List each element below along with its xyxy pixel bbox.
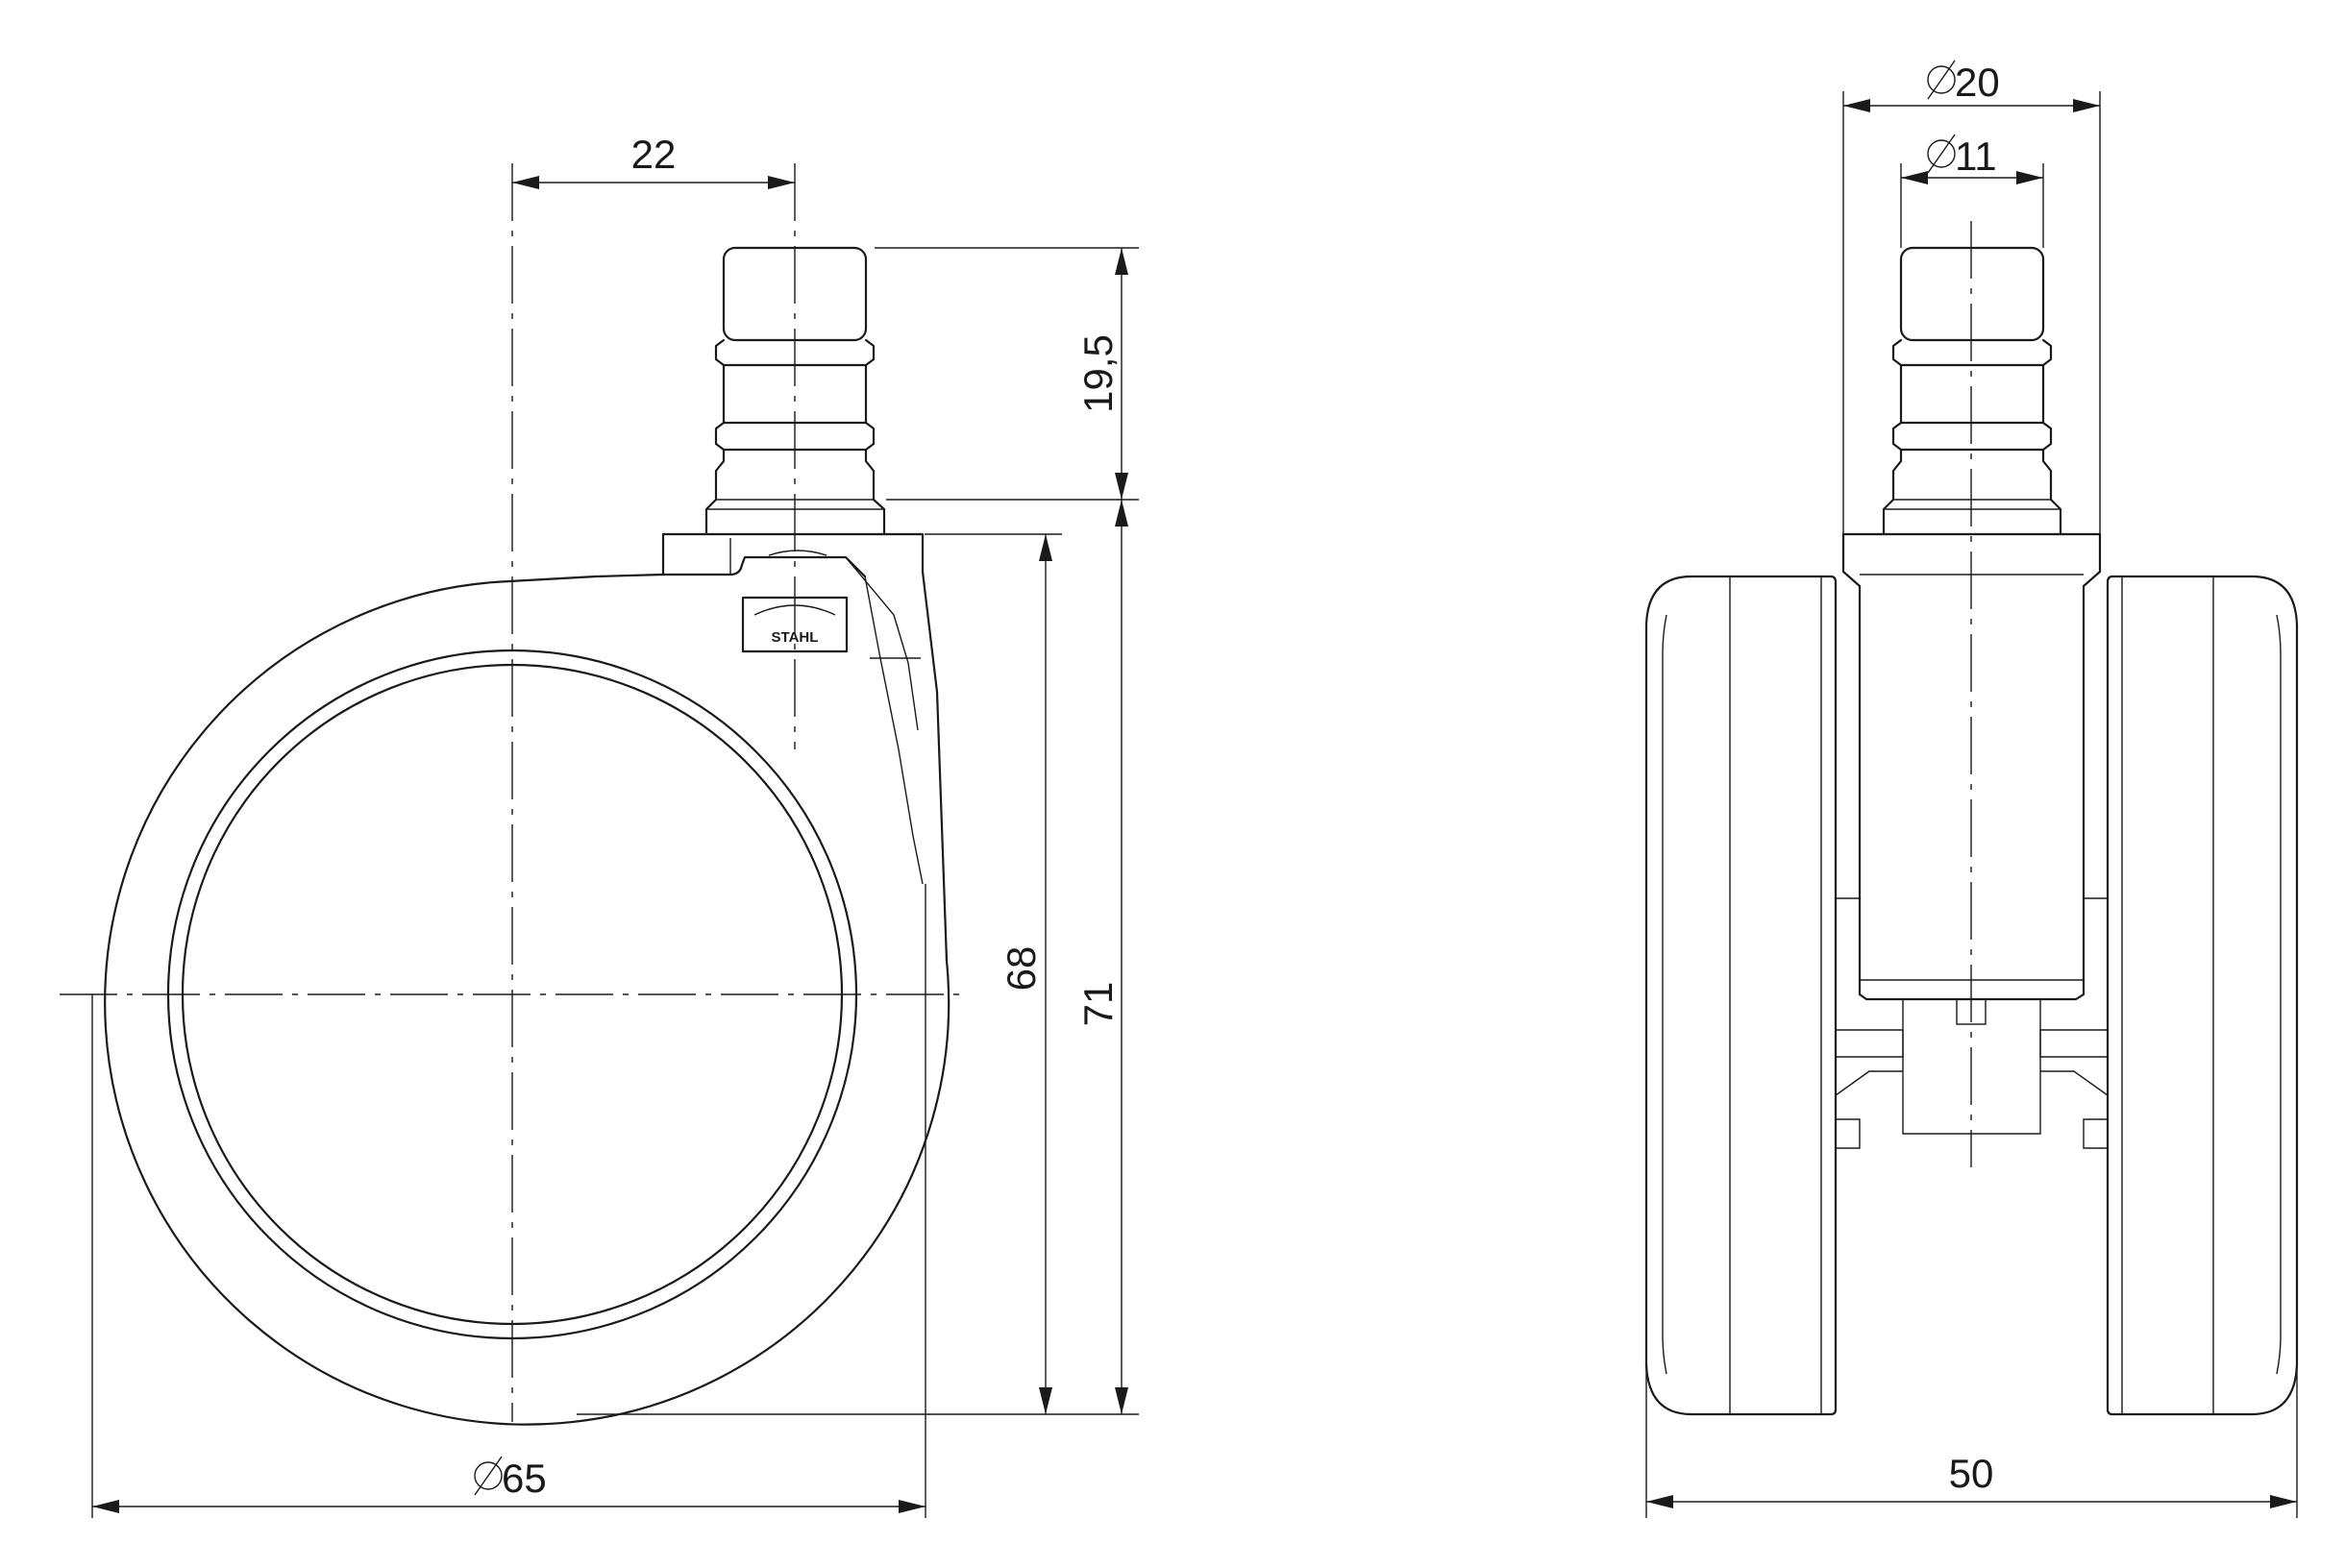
svg-text:20: 20 [1955,60,2000,105]
svg-text:11: 11 [1955,134,1997,179]
stem-front [1882,246,2062,536]
dimension-width-50: 50 [1645,1249,2298,1518]
fork-housing [661,532,949,963]
side-view: STAHL 65 22 [60,132,1139,1518]
dimension-stem-diameter-11: 11 [1900,134,2044,248]
svg-text:22: 22 [631,132,677,177]
front-view: 20 11 50 [1644,60,2299,1518]
dimension-plate-diameter-20: 20 [1842,60,2101,534]
dimension-height-71: 71 [1062,500,1139,1415]
svg-text:65: 65 [502,1456,547,1501]
left-wheel-front [1644,575,1838,1416]
svg-text:71: 71 [1075,982,1121,1027]
svg-text:68: 68 [999,946,1044,992]
dimension-height-68: 68 [577,533,1062,1415]
right-wheel-front [2106,575,2299,1416]
dimension-diameter-65: 65 [91,884,926,1518]
wheel-outer-contour [104,579,950,1426]
svg-text:STAHL: STAHL [772,629,819,646]
svg-text:19,5: 19,5 [1075,334,1121,413]
dimension-stem-offset-22: 22 [512,132,795,189]
dimension-stem-height-19-5: 19,5 [875,247,1139,501]
svg-text:50: 50 [1949,1451,1994,1496]
